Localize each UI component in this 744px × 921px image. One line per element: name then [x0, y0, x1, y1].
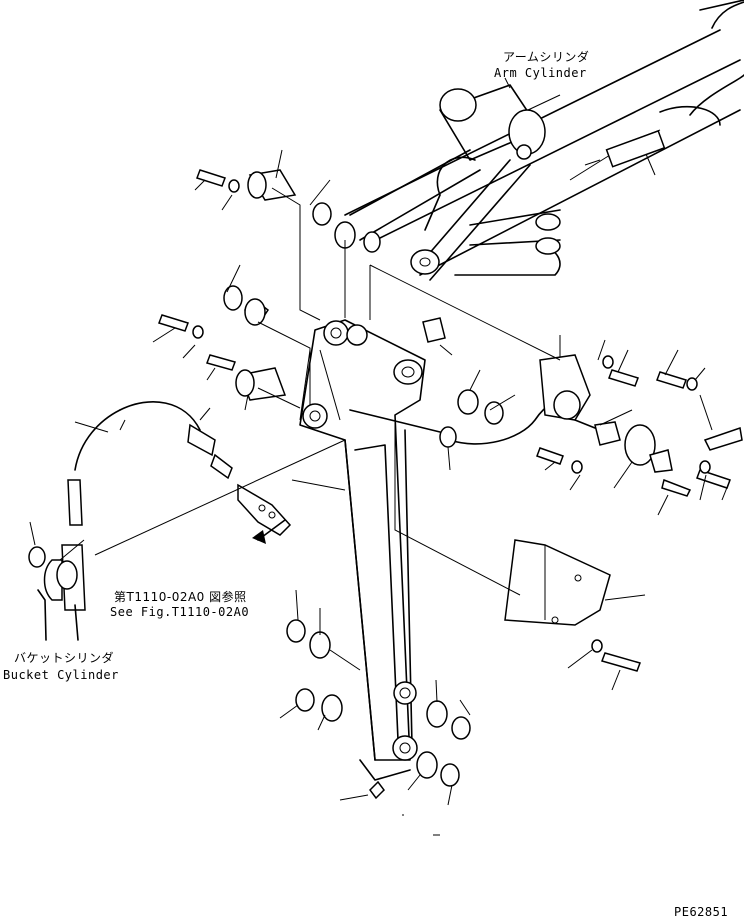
bucket-cylinder-label-en: Bucket Cylinder: [3, 668, 119, 682]
hydraulic-hoses: [67, 317, 743, 526]
arm-cylinder-label-jp: アームシリンダ: [503, 50, 590, 64]
bucket-cylinder: [28, 544, 86, 641]
leader-lines: [29, 77, 731, 836]
bucket-cylinder-label-jp: バケットシリンダ: [14, 651, 115, 665]
reference-label-jp: 第T1110-02A0 図参照: [114, 590, 247, 604]
arm-structure: [299, 319, 426, 781]
cover-plate: [504, 539, 611, 626]
pins-and-bushings: [223, 169, 504, 787]
bolts-and-washers: [158, 169, 731, 800]
reference-label-en: See Fig.T1110-02A0: [110, 605, 250, 619]
arm-cylinder: [349, 84, 666, 281]
arm-cylinder-label-en: Arm Cylinder: [494, 66, 587, 80]
grease-fitting-detail: [237, 483, 292, 544]
drawing-number: PE62851: [674, 905, 729, 919]
